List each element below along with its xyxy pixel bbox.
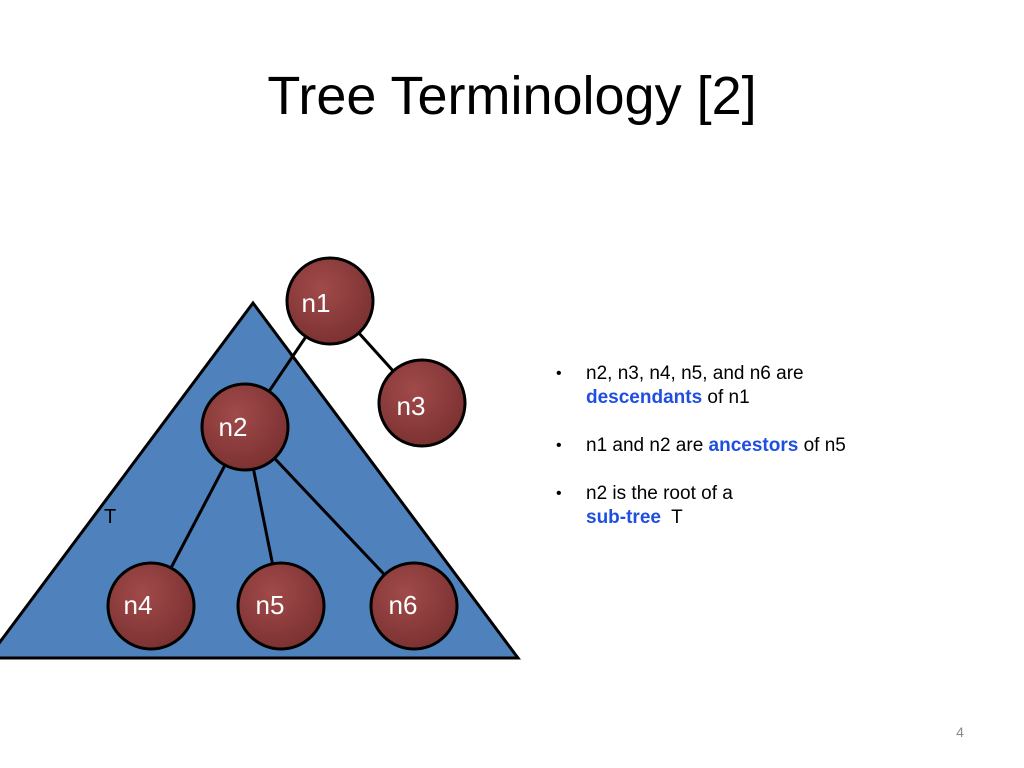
bullet-subtree: • n2 is the root of a sub-tree T [556, 482, 996, 530]
node-label-n4: n4 [124, 590, 153, 620]
bullet-ancestors: • n1 and n2 are ancestors of n5 [556, 434, 996, 458]
tree-node-n5: n5 [236, 561, 326, 651]
tree-node-n6: n6 [369, 561, 459, 651]
tree-node-n2: n2 [200, 382, 290, 472]
bullet-text: of n1 [702, 387, 750, 408]
highlight-term: ancestors [708, 435, 799, 456]
tree-node-n4: n4 [106, 561, 196, 651]
bullet-text: n2 is the root of a [586, 483, 733, 504]
highlight-term: descendants [586, 387, 703, 408]
bullet-text: of n5 [798, 435, 846, 456]
bullet-text: T [660, 507, 683, 528]
bullet-dot: • [556, 437, 562, 454]
tree-node-n1: n1 [285, 256, 375, 346]
tree-node-n3: n3 [377, 358, 467, 448]
slide-title: Tree Terminology [2] [267, 66, 757, 126]
node-label-n3: n3 [397, 391, 426, 421]
bullet-list: • n2, n3, n4, n5, and n6 are descendants… [556, 362, 996, 554]
bullet-text: n1 and n2 are [586, 435, 709, 456]
bullet-dot: • [556, 365, 562, 382]
bullet-descendants: • n2, n3, n4, n5, and n6 are descendants… [556, 362, 996, 410]
bullet-dot: • [556, 485, 562, 502]
subtree-label: T [104, 506, 116, 528]
node-label-n1: n1 [302, 288, 331, 318]
node-label-n2: n2 [219, 412, 248, 442]
page-number: 4 [956, 724, 964, 740]
node-label-n6: n6 [389, 590, 418, 620]
node-label-n5: n5 [256, 590, 285, 620]
bullet-text: n2, n3, n4, n5, and n6 are [586, 363, 804, 384]
highlight-term: sub-tree [586, 507, 661, 528]
